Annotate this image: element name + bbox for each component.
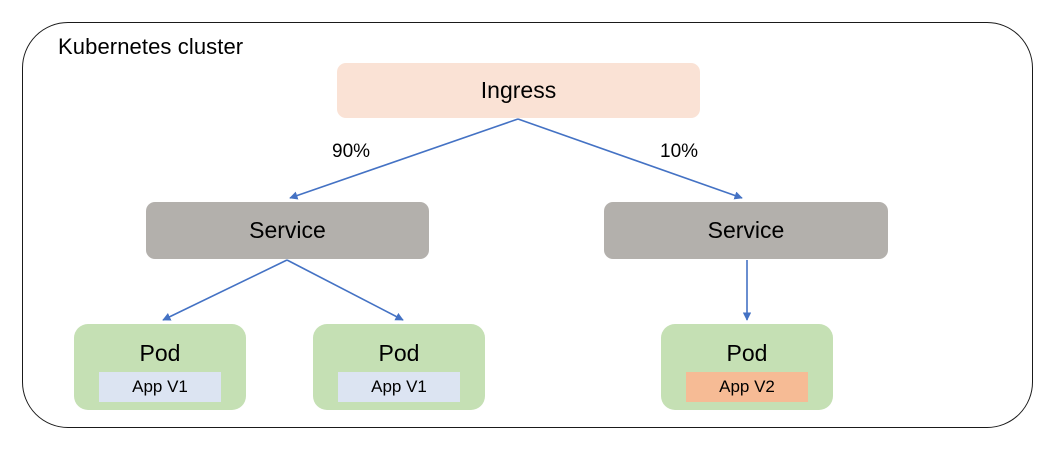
- cluster-title: Kubernetes cluster: [58, 34, 244, 59]
- app-container-chip-1: App V1: [99, 372, 221, 402]
- kubernetes-cluster-boundary: [22, 22, 1033, 428]
- app-container-chip-2: App V1: [338, 372, 460, 402]
- pod-2-label: Pod: [378, 340, 420, 366]
- service-right-label: Service: [707, 217, 785, 243]
- pod-1-label: Pod: [139, 340, 181, 366]
- ingress-label: Ingress: [480, 77, 557, 103]
- app-container-chip-3: App V2: [686, 372, 808, 402]
- service-node-right[interactable]: Service: [604, 202, 888, 259]
- service-node-left[interactable]: Service: [146, 202, 429, 259]
- service-left-label: Service: [249, 217, 326, 243]
- edge-label-10-percent: 10%: [660, 141, 699, 162]
- ingress-node[interactable]: Ingress: [337, 63, 700, 118]
- pod-node-3[interactable]: Pod App V2: [661, 324, 833, 410]
- pod-3-label: Pod: [726, 340, 768, 366]
- edge-label-90-percent: 90%: [332, 141, 371, 162]
- pod-node-2[interactable]: Pod App V1: [313, 324, 485, 410]
- pod-node-1[interactable]: Pod App V1: [74, 324, 246, 410]
